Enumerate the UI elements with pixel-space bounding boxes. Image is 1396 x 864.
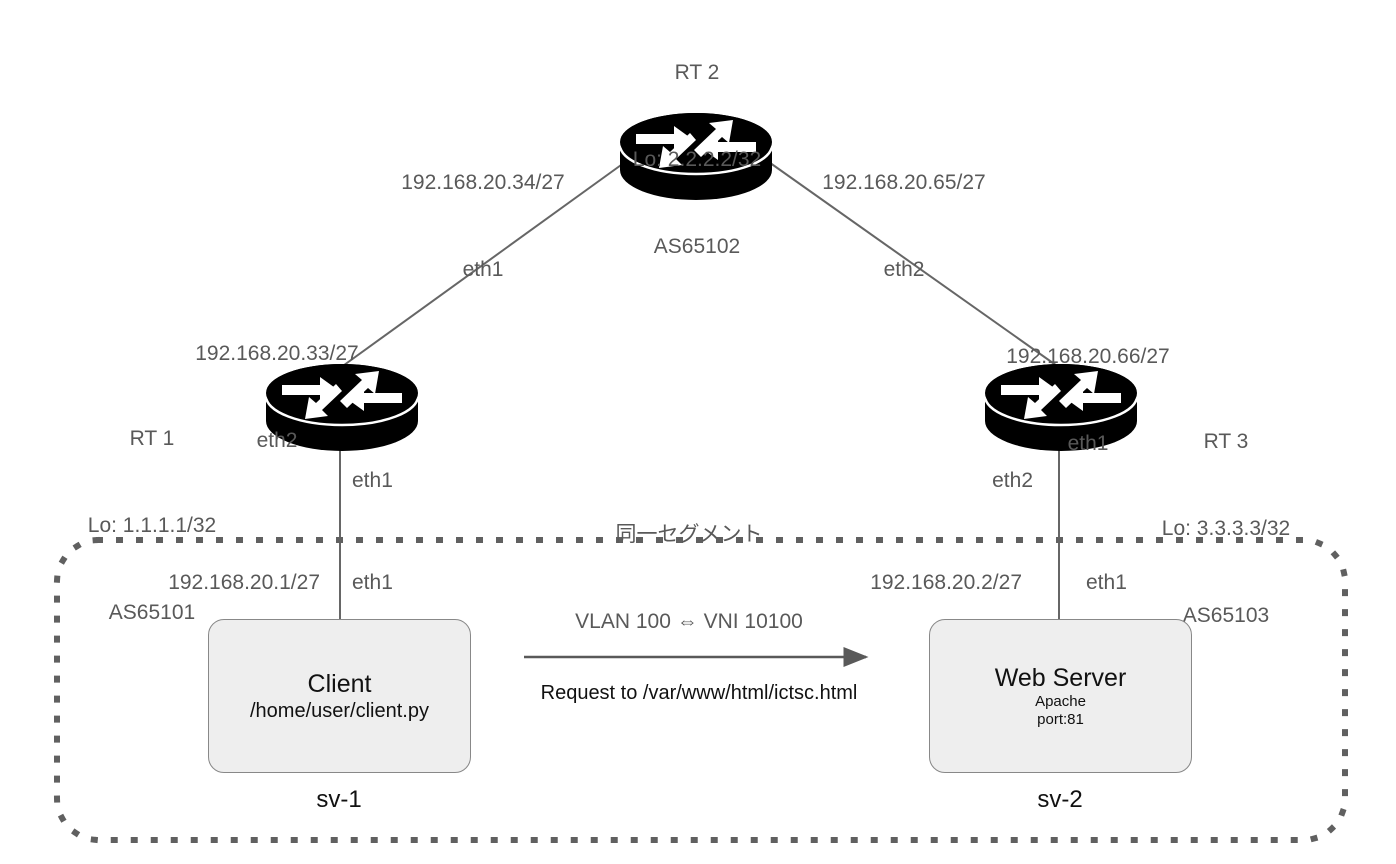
- rt2-eth1-iface: eth1: [462, 258, 504, 281]
- sv1-iface: eth1: [352, 571, 393, 594]
- rt1-info: RT 1 Lo: 1.1.1.1/32 AS65101: [88, 366, 216, 685]
- rt1-eth2-info: 192.168.20.33/27 eth2: [195, 281, 359, 513]
- sv1-name: sv-1: [316, 786, 362, 813]
- rt1-loopback: Lo: 1.1.1.1/32: [87, 514, 217, 537]
- sv2-ip: 192.168.20.2/27: [870, 571, 1022, 594]
- rt3-loopback: Lo: 3.3.3.3/32: [1161, 517, 1291, 540]
- request-flow-label: Request to /var/www/html/ictsc.html: [540, 682, 858, 704]
- rt2-loopback: Lo: 2.2.2.2/32: [632, 148, 762, 171]
- rt3-eth2-iface: eth2: [992, 469, 1033, 492]
- rt1-name: RT 1: [129, 427, 175, 450]
- segment-note-line2: VLAN 100 ⇔ VNI 10100: [575, 610, 803, 633]
- sv2-iface: eth1: [1086, 571, 1127, 594]
- rt2-eth2-info: 192.168.20.65/27 eth2: [822, 110, 986, 342]
- rt3-name: RT 3: [1203, 430, 1249, 453]
- rt3-eth1-iface: eth1: [1067, 432, 1109, 455]
- rt2-eth1-ip: 192.168.20.34/27: [401, 171, 565, 194]
- host-box-sv2[interactable]: Web Server Apache port:81: [929, 619, 1192, 773]
- rt3-asn: AS65103: [1182, 604, 1270, 627]
- link-rt2-rt3: [765, 159, 1061, 369]
- rt2-eth1-info: 192.168.20.34/27 eth1: [401, 110, 565, 342]
- rt3-eth1-ip: 192.168.20.66/27: [1006, 345, 1170, 368]
- sv2-sub2: port:81: [1037, 711, 1084, 728]
- link-rt1-rt2: [339, 159, 629, 369]
- rt1-asn: AS65101: [108, 601, 196, 624]
- sv2-title: Web Server: [994, 664, 1127, 692]
- sv2-sub1: Apache: [1035, 693, 1086, 710]
- sv1-ip: 192.168.20.1/27: [168, 571, 320, 594]
- rt1-eth2-ip: 192.168.20.33/27: [195, 342, 359, 365]
- rt2-eth2-iface: eth2: [883, 258, 925, 281]
- rt2-eth2-ip: 192.168.20.65/27: [822, 171, 986, 194]
- rt1-eth1-iface: eth1: [352, 469, 393, 492]
- sv1-title: Client: [307, 670, 372, 698]
- sv1-sub1: /home/user/client.py: [250, 700, 429, 722]
- segment-zone-boundary: [54, 537, 1348, 843]
- segment-note-line1: 同一セグメント: [615, 523, 763, 546]
- rt2-name: RT 2: [674, 61, 720, 84]
- segment-note: 同一セグメント VLAN 100 ⇔ VNI 10100: [575, 462, 803, 694]
- rt2-asn: AS65102: [653, 235, 741, 258]
- rt3-info: RT 3 Lo: 3.3.3.3/32 AS65103: [1162, 369, 1290, 688]
- rt2-info: RT 2 Lo: 2.2.2.2/32 AS65102: [633, 0, 761, 319]
- host-box-sv1[interactable]: Client /home/user/client.py: [208, 619, 471, 773]
- rt1-eth2-iface: eth2: [256, 429, 298, 452]
- rt3-eth1-info: 192.168.20.66/27 eth1: [1006, 284, 1170, 516]
- sv2-name: sv-2: [1037, 786, 1083, 813]
